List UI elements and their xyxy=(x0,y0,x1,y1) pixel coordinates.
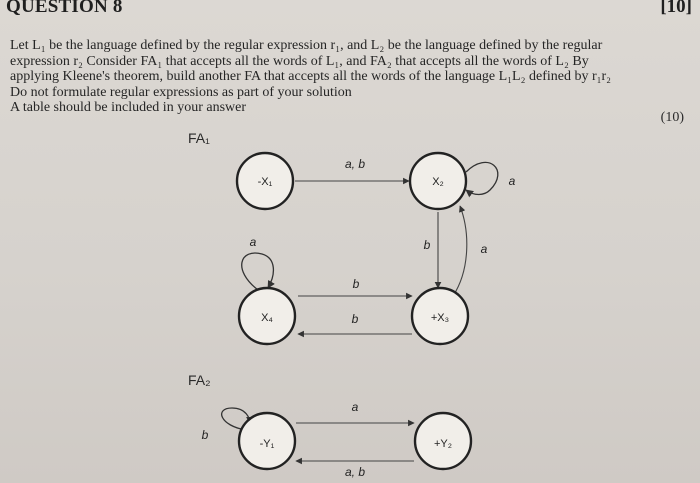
state-y2-label: +Y₂ xyxy=(434,438,452,450)
edge-x2-x3-label: b xyxy=(424,238,431,252)
question-text: Let L₁ be the language defined by the re… xyxy=(10,38,694,116)
fa1-states xyxy=(235,151,470,346)
loop-y1-label: b xyxy=(202,428,209,442)
loop-x2-label: a xyxy=(509,174,516,188)
state-x1 xyxy=(235,151,295,211)
state-y2 xyxy=(413,411,473,471)
state-x2 xyxy=(408,151,468,211)
loop-y1 xyxy=(221,407,254,431)
loop-x4-label: a xyxy=(250,235,257,249)
edge-x3-x2 xyxy=(452,205,468,297)
edge-y1-y2-label: a xyxy=(352,400,359,414)
loop-x2 xyxy=(465,161,499,198)
edge-x3-x4-label: b xyxy=(352,312,359,326)
fa2-state-labels: -Y₁ +Y₂ xyxy=(260,438,452,450)
state-y1 xyxy=(237,411,297,471)
loop-x4 xyxy=(241,252,275,291)
question-title: QUESTION 8 xyxy=(6,0,123,17)
edge-x4-x3-label: b xyxy=(353,277,360,291)
edge-y2-y1-label: a, b xyxy=(345,465,365,479)
state-x2-label: X₂ xyxy=(432,176,444,188)
question-line: expression r₂ Consider FA₁ that accepts … xyxy=(10,53,589,69)
fa2-label: FA₂ xyxy=(188,372,211,388)
fa1-edges xyxy=(241,161,499,338)
question-line: applying Kleene's theorem, build another… xyxy=(10,69,612,85)
question-line: A table should be included in your answe… xyxy=(10,100,247,116)
state-y1-label: -Y₁ xyxy=(260,438,275,450)
state-x4-label: X₄ xyxy=(261,312,273,324)
fa1-state-labels: -X₁ X₂ X₄ +X₃ xyxy=(258,176,449,324)
state-x3 xyxy=(410,286,470,346)
state-x3-label: +X₃ xyxy=(431,312,449,324)
question-marks: [10] xyxy=(660,0,692,17)
state-x4 xyxy=(237,286,297,346)
part-marks: (10) xyxy=(660,110,684,125)
edge-x1-x2-label: a, b xyxy=(345,157,365,171)
fa2-edges xyxy=(221,407,415,465)
fa1-label: FA₁ xyxy=(188,130,210,146)
question-line: Do not formulate regular expressions as … xyxy=(10,84,352,100)
fa1-edge-labels: a, b a b a a b b xyxy=(250,157,516,326)
edge-x3-x2-label: a xyxy=(481,242,488,256)
state-x1-label: -X₁ xyxy=(258,176,273,188)
fa2-edge-labels: b a a, b xyxy=(202,400,366,479)
question-line: Let L₁ be the language defined by the re… xyxy=(10,38,603,53)
fa2-states xyxy=(237,411,473,471)
